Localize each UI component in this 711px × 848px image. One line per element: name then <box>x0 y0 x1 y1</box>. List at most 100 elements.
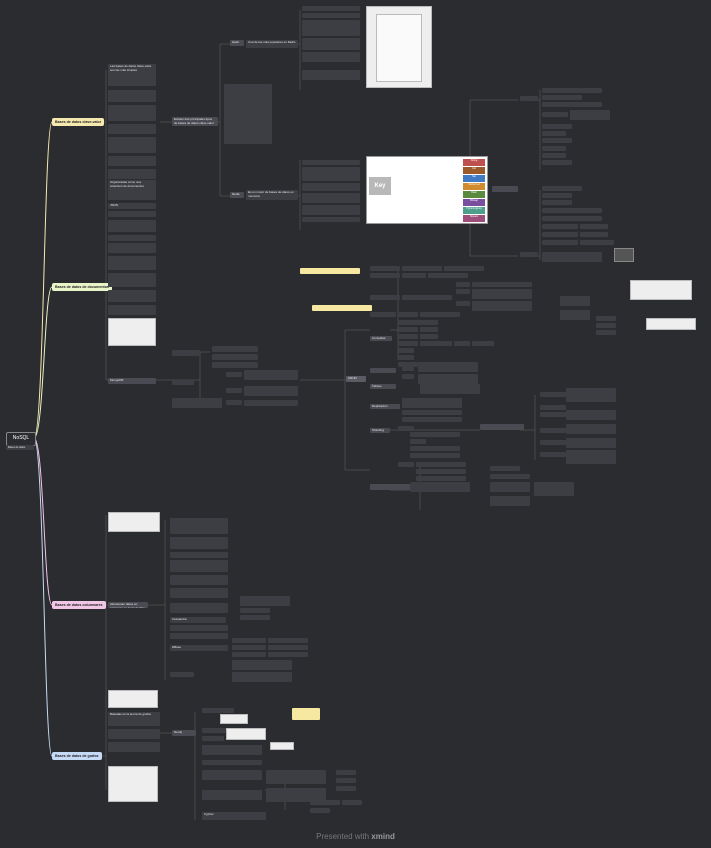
connector-kv <box>34 122 52 438</box>
docs-intro: Organizadas como una colección de docume… <box>108 180 156 200</box>
mongo-sub-1b <box>212 354 258 360</box>
crud-update-b-desc <box>472 289 532 299</box>
redis-cmd-5 <box>542 124 572 129</box>
redis-cmd-3 <box>542 102 602 107</box>
extra-3 <box>490 482 530 492</box>
graph-right-4 <box>310 800 340 805</box>
redis-cmd-1 <box>542 88 602 93</box>
redis-commands[interactable] <box>492 186 518 192</box>
cols-cassandra: Cassandra <box>170 617 226 623</box>
redis-cmd-4 <box>542 112 568 117</box>
redis-keytypes-image: Key String List Set Sorted set Hash Bitm… <box>366 156 488 224</box>
crud-update-c <box>456 301 470 306</box>
footer-presented: Presented with <box>316 832 369 841</box>
cassandra-1 <box>240 596 290 606</box>
root-sublabel: Bases de datos NoSQL <box>6 445 34 450</box>
footer-brand: xmind <box>371 832 395 841</box>
kv-block-7 <box>108 169 156 179</box>
mongo-sub-2 <box>172 380 194 385</box>
graph-right-3 <box>336 786 356 791</box>
docs-crud[interactable]: CRUD <box>346 376 366 382</box>
docs-block-9 <box>108 290 156 302</box>
graph-right-2 <box>336 778 356 783</box>
crud-update-1 <box>402 295 452 300</box>
docs-right-3 <box>596 330 616 335</box>
redis-cmd-6 <box>542 131 566 136</box>
docs-replica[interactable]: Replicación <box>370 404 400 409</box>
query-2a <box>420 327 438 332</box>
query-4a <box>420 341 452 346</box>
hbase-5 <box>232 672 292 682</box>
redis-thumb-1 <box>614 248 634 262</box>
redis-cmd-19 <box>580 232 608 237</box>
cols-block-6 <box>170 588 228 598</box>
extra-1 <box>490 466 520 471</box>
agg-1 <box>402 366 414 371</box>
redis-cmd-group-1 <box>520 96 538 101</box>
docs-right-5 <box>560 310 590 320</box>
crud-update-b <box>456 289 470 294</box>
kv-redis[interactable]: Redis <box>230 192 244 198</box>
query-4b <box>454 341 470 346</box>
hash-diagram-inner <box>376 14 422 82</box>
docs-shard[interactable]: Sharding <box>370 428 390 433</box>
branch-cols[interactable]: Bases de datos columnares <box>52 601 106 609</box>
branch-kv[interactable]: Bases de datos clave-valor <box>52 118 104 126</box>
extra-2 <box>490 474 530 479</box>
branch-graph[interactable]: Bases de datos de grafos <box>52 752 102 760</box>
cols-block-2 <box>170 537 228 549</box>
key-box: Key <box>369 177 391 195</box>
root-node[interactable]: NoSQL <box>6 432 36 446</box>
docs-aggregation[interactable] <box>370 368 396 373</box>
kv-block-4 <box>108 124 156 134</box>
mongo-sub-2a <box>226 372 242 377</box>
footer-watermark: Presented with xmind <box>0 832 711 841</box>
redis-cmd-4-desc <box>570 110 610 120</box>
extra-4 <box>490 496 530 506</box>
key-type-sorted-set: Sorted set <box>463 183 485 190</box>
kv-intro-block: Las bases de datos clave-valor son las m… <box>108 64 156 86</box>
graph-neo4j[interactable]: Neo4j <box>172 730 196 736</box>
hash-item-3 <box>302 20 360 36</box>
docs-mongo[interactable]: MongoDB <box>108 378 156 384</box>
kv-hash-paragraph <box>224 84 272 144</box>
docs-query[interactable]: Consultas <box>370 336 392 341</box>
key-type-stream: Stream <box>463 215 485 222</box>
crud-find-2 <box>428 273 468 278</box>
crud-update-a-desc <box>472 282 532 287</box>
graph-cypher: Cypher <box>202 812 266 820</box>
hash-item-1 <box>302 6 360 11</box>
neo4j-4 <box>202 745 262 755</box>
hbase-3a <box>268 652 308 657</box>
redis-item-2 <box>302 167 360 181</box>
hbase-1a <box>268 638 308 643</box>
shard-1c <box>410 446 460 451</box>
crud-find <box>370 273 400 278</box>
kv-hash[interactable]: Hash <box>230 40 244 46</box>
hash-item-2 <box>302 13 360 18</box>
docs-operators[interactable] <box>480 424 524 430</box>
op-2 <box>540 405 566 410</box>
docs-index[interactable]: Índices <box>370 384 396 389</box>
redis-cmd-9 <box>542 153 566 158</box>
hash-item-4 <box>302 38 360 50</box>
agg-2-desc <box>418 374 478 384</box>
crud-delete-1 <box>398 312 418 317</box>
op-5 <box>540 440 566 445</box>
crud-delete <box>370 312 396 317</box>
cols-intro[interactable]: Almacenan datos en columnas en lugar de … <box>108 602 148 608</box>
docs-block-6 <box>108 243 156 253</box>
op-4 <box>540 428 566 433</box>
docs-note-1 <box>300 268 360 274</box>
graph-right-6 <box>310 808 330 813</box>
kv-types[interactable]: Existen tres principales tipos de bases … <box>172 117 218 126</box>
graph-block-2 <box>108 729 160 739</box>
branch-docs[interactable]: Bases de datos de documentos <box>52 283 112 291</box>
cols-block-5 <box>170 575 228 585</box>
redis-cmd-11 <box>542 186 582 191</box>
query-3 <box>398 334 418 339</box>
mongo-sub-3 <box>172 398 222 408</box>
key-type-bitmap: Bitmap <box>463 199 485 206</box>
docs-extra[interactable] <box>370 484 410 490</box>
docs-screenshot-1 <box>630 280 692 300</box>
